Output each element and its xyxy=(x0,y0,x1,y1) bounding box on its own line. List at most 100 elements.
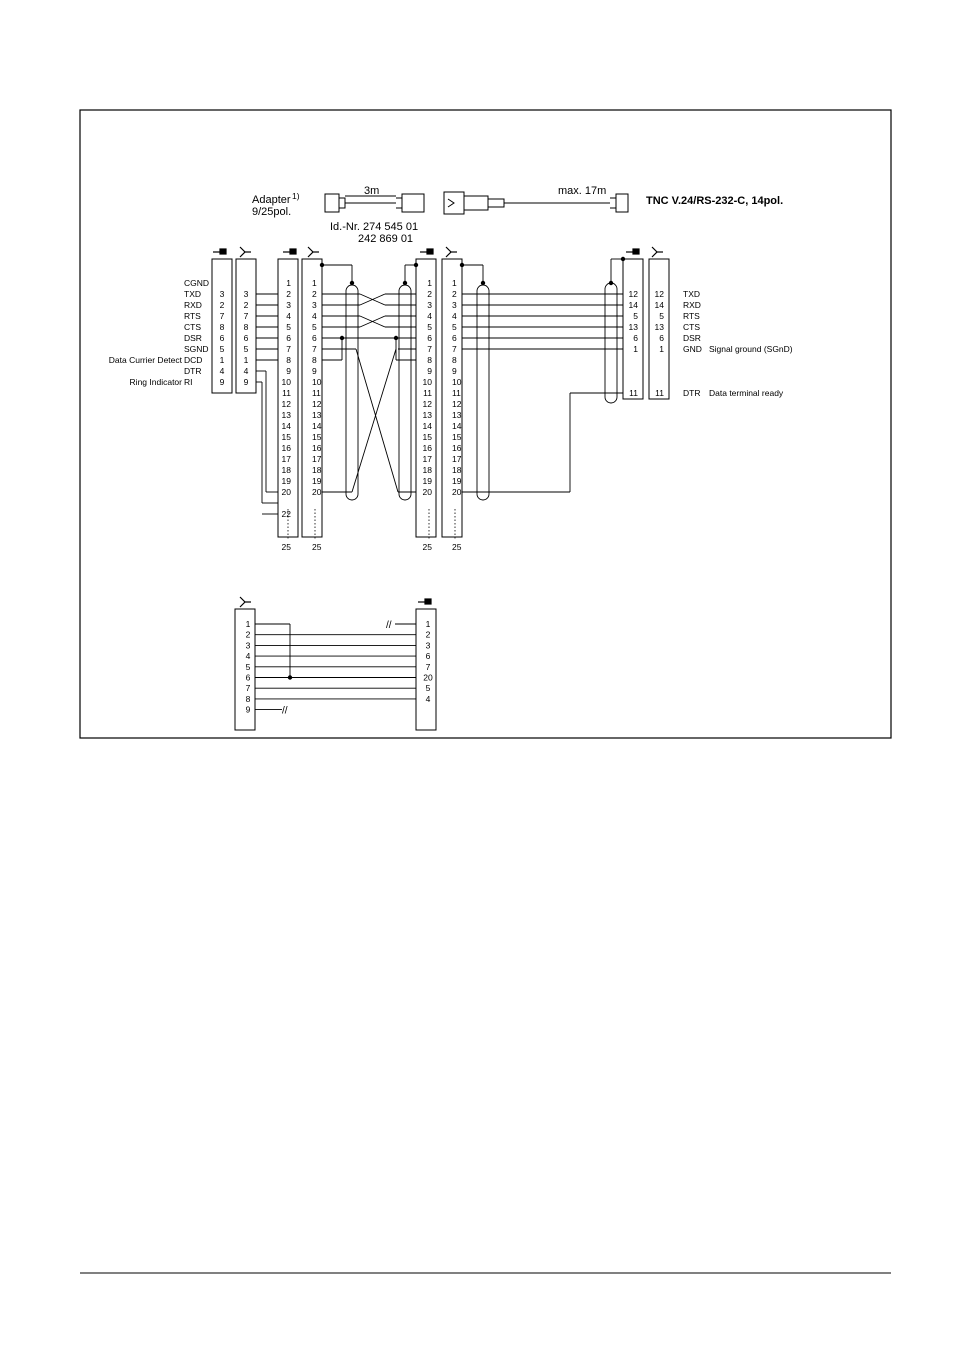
pin-number: 14 xyxy=(655,300,665,310)
pin-number: 18 xyxy=(423,465,433,475)
pin-number: 9 xyxy=(246,705,251,715)
id-number-1: Id.-Nr. 274 545 01 xyxy=(330,221,418,233)
cable-shield xyxy=(345,284,359,501)
pin-number: 3 xyxy=(220,289,225,299)
pin-number: 6 xyxy=(633,333,638,343)
pin-number: 9 xyxy=(244,377,249,387)
pin-number: 4 xyxy=(427,311,432,321)
signal-label-txd: TXD xyxy=(184,289,201,299)
pin-number: 2 xyxy=(427,289,432,299)
pin-number: 6 xyxy=(246,673,251,683)
pin-number: 5 xyxy=(244,344,249,354)
pin-number: 25 xyxy=(282,542,292,552)
pin-number: 8 xyxy=(286,355,291,365)
pin-number: 11 xyxy=(629,388,638,398)
break-mark: // xyxy=(282,706,288,717)
ri-description: Ring Indicator xyxy=(130,377,183,387)
wire xyxy=(351,348,397,493)
pin-number: 17 xyxy=(452,454,462,464)
pin-number: 9 xyxy=(220,377,225,387)
dtr-description: Data terminal ready xyxy=(709,388,784,398)
pin-number: 2 xyxy=(286,289,291,299)
cable-a-25pin-connector xyxy=(301,258,323,538)
wires xyxy=(256,256,626,515)
pin-number: 15 xyxy=(282,432,292,442)
pin-number: 12 xyxy=(629,289,639,299)
wire xyxy=(359,315,386,328)
pc-9pin-connector xyxy=(211,258,233,394)
pin-number: 13 xyxy=(452,410,462,420)
wire xyxy=(359,293,386,306)
pin-number: 12 xyxy=(282,399,292,409)
dcd-description: Data Currier Detect xyxy=(109,355,183,365)
female-socket-icon xyxy=(307,246,319,258)
female-socket-icon xyxy=(445,246,457,258)
pin-number: 10 xyxy=(312,377,322,387)
pin-number: 8 xyxy=(312,355,317,365)
pin-number: 9 xyxy=(312,366,317,376)
junction-dot xyxy=(319,262,325,268)
pin-number: 2 xyxy=(312,289,317,299)
pin-number: 17 xyxy=(312,454,322,464)
pin-number: 20 xyxy=(282,487,292,497)
pin-number: 7 xyxy=(220,311,225,321)
pin-number: 14 xyxy=(282,421,292,431)
pin-number: 7 xyxy=(452,344,457,354)
pin-number: 16 xyxy=(423,443,433,453)
pin-number: 4 xyxy=(220,366,225,376)
wire xyxy=(355,348,399,493)
pin-number: 3 xyxy=(312,300,317,310)
pin-number: 19 xyxy=(312,476,322,486)
pin-number: 4 xyxy=(452,311,457,321)
pin-number: 6 xyxy=(312,333,317,343)
bottom-9pin-connector xyxy=(234,608,256,731)
pin-number: 6 xyxy=(452,333,457,343)
pin-number: 12 xyxy=(423,399,433,409)
junction-dot xyxy=(413,262,419,268)
pin-number: 5 xyxy=(659,311,664,321)
pin-number: 7 xyxy=(244,311,249,321)
signal-label-cts: CTS xyxy=(184,322,201,332)
connector-boxes xyxy=(211,258,670,731)
pin-number: 1 xyxy=(286,278,291,288)
cable-shield xyxy=(604,282,618,404)
signal-label-dcd: DCD xyxy=(184,355,202,365)
pin-number: 16 xyxy=(282,443,292,453)
pin-number: 5 xyxy=(426,683,431,693)
pin-number: 9 xyxy=(452,366,457,376)
pin-number: 3 xyxy=(427,300,432,310)
pin-number: 7 xyxy=(426,662,431,672)
pin-number: 25 xyxy=(452,542,462,552)
pin-number: 1 xyxy=(659,344,664,354)
pin-number: 12 xyxy=(452,399,462,409)
pin-number: 14 xyxy=(423,421,433,431)
pin-number: 2 xyxy=(246,630,251,640)
pin-number: 18 xyxy=(452,465,462,475)
adapter-footnote: 1) xyxy=(292,191,300,201)
pin-number: 1 xyxy=(427,278,432,288)
junction-dot xyxy=(349,280,355,286)
pin-number: 6 xyxy=(659,333,664,343)
adapter-label: Adapter xyxy=(252,194,291,206)
pin-number: 13 xyxy=(282,410,292,420)
pin-number: 18 xyxy=(312,465,322,475)
male-plug-icon xyxy=(283,248,297,255)
pin-number: 3 xyxy=(244,289,249,299)
pin-number: 4 xyxy=(312,311,317,321)
signal-label-ri: RI xyxy=(184,377,193,387)
junction-dot xyxy=(608,280,614,286)
cable-c-25pin-connector xyxy=(441,258,463,538)
pin-number: 3 xyxy=(286,300,291,310)
signal-label-txd: TXD xyxy=(683,289,700,299)
pin-number: 12 xyxy=(312,399,322,409)
pin-number: 6 xyxy=(244,333,249,343)
pin-number: 11 xyxy=(312,388,321,398)
pin-number: 15 xyxy=(312,432,322,442)
pin-number: 11 xyxy=(452,388,461,398)
pin-number: 20 xyxy=(423,673,433,683)
pin-number: 6 xyxy=(426,651,431,661)
pin-number: 5 xyxy=(452,322,457,332)
signal-label-cgnd: CGND xyxy=(184,278,209,288)
